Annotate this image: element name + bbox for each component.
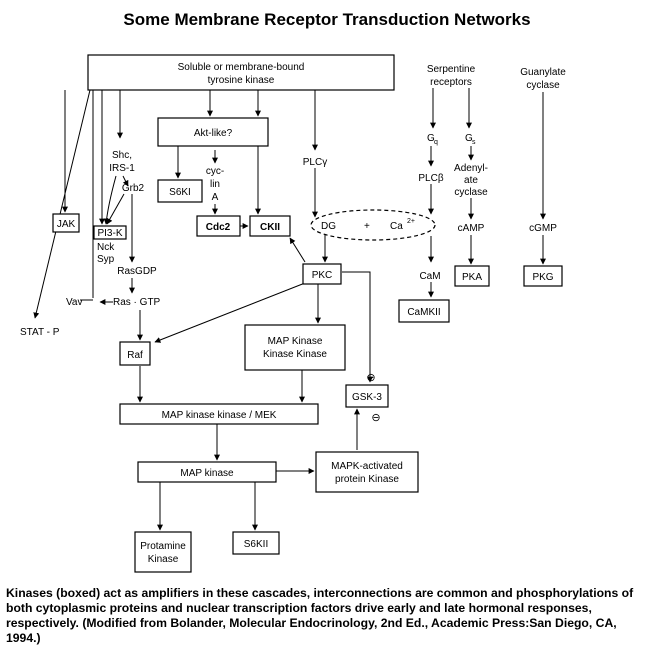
mapkkk-label-1: MAP Kinase [268,336,323,347]
adenylate-label-1: Adenyl- [454,163,488,174]
serpentine-label-2: receptors [430,77,472,88]
ca-label: Ca [390,221,403,232]
stat-label: STAT - P [20,327,60,338]
cdc2-node: Cdc2 [196,215,241,237]
dg-label: DG [321,221,336,232]
page-title: Some Membrane Receptor Transduction Netw… [123,10,531,29]
adenylate-cyclase-node: Adenyl- ate cyclase [454,163,488,198]
pka-label: PKA [462,272,482,283]
map-kinase-node: MAP kinase [137,461,277,483]
nck-label: Nck [97,242,115,253]
cam-label: CaM [419,271,440,282]
s6kii-node: S6KII [232,531,280,555]
gs-subscript: s [472,139,476,146]
connector-lines [33,88,546,531]
rasgdp-label: RasGDP [117,266,157,277]
camp-label: cAMP [458,223,485,234]
akt-label: Akt-like? [194,128,233,139]
adenylate-label-2: ate [464,175,478,186]
pka-node: PKA [454,265,490,287]
tyrosine-kinase-node: Soluble or membrane-bound tyrosine kinas… [87,54,395,91]
plus-label: + [364,221,370,232]
gsk3-label: GSK-3 [352,392,382,403]
s6kii-label: S6KII [244,539,268,550]
signaling-diagram: Soluble or membrane-bound tyrosine kinas… [20,54,566,573]
serpentine-receptors-node: Serpentine receptors [427,64,476,88]
shc-label: Shc, [112,150,132,161]
pkg-label: PKG [532,272,553,283]
ca-superscript: 2+ [407,218,415,225]
s6ki-label: S6KI [169,187,191,198]
ckii-node: CKII [249,215,291,237]
gq-subscript: q [434,139,438,146]
rasgtp-label: Ras · GTP [113,297,161,308]
raf-node: Raf [119,341,151,366]
guanylate-label-1: Guanylate [520,67,566,78]
guanylate-cyclase-node: Guanylate cyclase [520,67,566,91]
akt-node: Akt-like? [157,117,269,147]
gsk3-node: GSK-3 [345,384,389,408]
mapkap-label-2: protein Kinase [335,474,399,485]
tyrosine-kinase-label-2: tyrosine kinase [208,75,275,86]
inhibition-icon: ⊖ [371,412,380,424]
pi3k-node: PI3-K Nck Syp [93,225,127,265]
pi3k-label: PI3-K [97,228,122,239]
cyclin-node: cyc- lin A [206,166,224,203]
inhibition-icon: ⊖ [366,372,375,384]
cyclin-label-2: lin [210,179,220,190]
plc-beta-label: PLCβ [418,173,443,184]
mapkkk-node: MAP Kinase Kinase Kinase [244,324,346,371]
cyclin-label-1: cyc- [206,166,224,177]
gs-label: G [465,133,473,144]
grb2-label: Grb2 [122,183,145,194]
adenylate-label-3: cyclase [454,187,488,198]
irs1-label: IRS-1 [109,163,135,174]
camkii-node: CaMKII [398,299,450,323]
mapkap-label-1: MAPK-activated [331,461,403,472]
figure-caption: Kinases (boxed) act as amplifiers in the… [6,586,634,645]
camkii-label: CaMKII [407,307,440,318]
map-kinase-label: MAP kinase [180,468,234,479]
s6ki-node: S6KI [157,179,203,203]
syp-label: Syp [97,254,115,265]
protamine-label-2: Kinase [148,554,179,565]
shc-irs1-node: Shc, IRS-1 [109,150,135,174]
raf-label: Raf [127,350,143,361]
cyclin-label-3: A [212,192,219,203]
protamine-kinase-node: Protamine Kinase [134,531,192,573]
serpentine-label-1: Serpentine [427,64,476,75]
mek-node: MAP kinase kinase / MEK [119,403,319,425]
protamine-label-1: Protamine [140,541,186,552]
cdc2-label: Cdc2 [206,222,231,233]
ckii-label: CKII [260,222,280,233]
cgmp-label: cGMP [529,223,557,234]
mek-label: MAP kinase kinase / MEK [162,410,277,421]
dg-ca-node: DG + Ca 2+ [310,209,436,241]
pkg-node: PKG [523,265,563,287]
tyrosine-kinase-label-1: Soluble or membrane-bound [178,62,305,73]
pkc-node: PKC [302,263,342,285]
gq-label: G [427,133,435,144]
mapkkk-label-2: Kinase Kinase [263,349,327,360]
plc-gamma-label: PLCγ [303,157,327,168]
guanylate-label-2: cyclase [526,80,560,91]
mapkap-node: MAPK-activated protein Kinase [315,451,419,493]
pkc-label: PKC [312,270,333,281]
jak-node: JAK [52,213,80,233]
vav-label: Vav [66,297,83,308]
jak-label: JAK [57,219,76,230]
